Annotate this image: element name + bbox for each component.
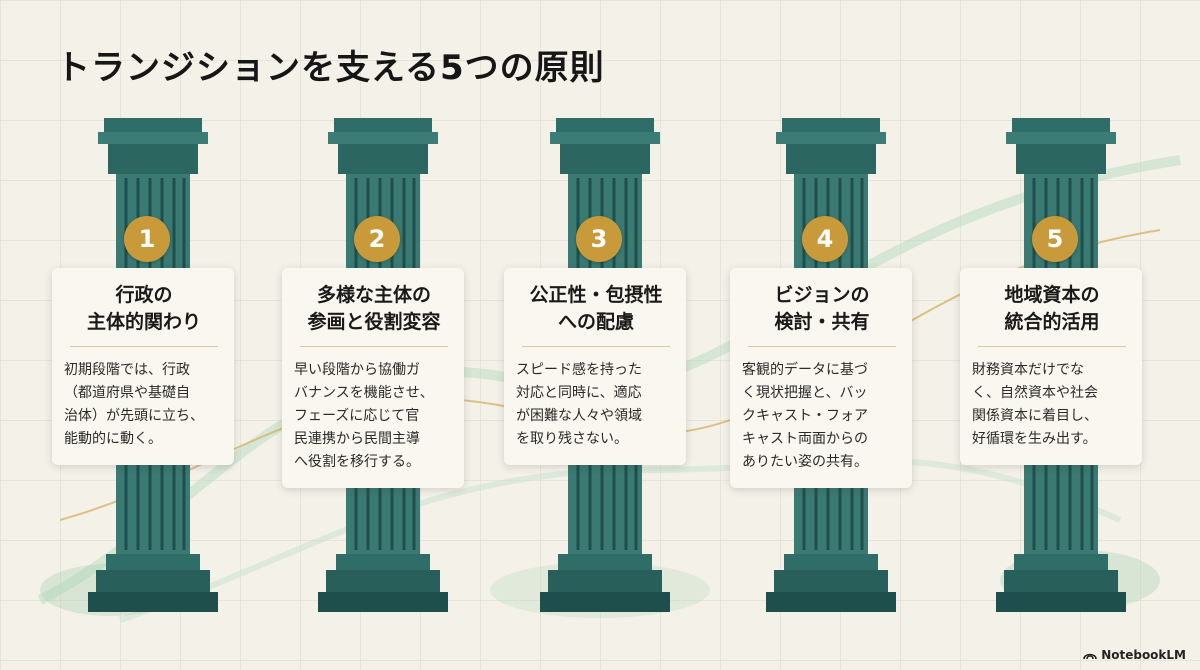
principle-number-badge: 2 [354,216,400,262]
card-divider [522,346,670,347]
card-divider [70,346,218,347]
principle-heading: ビジョンの 検討・共有 [774,284,870,333]
card-divider [978,346,1126,347]
principle-card: ビジョンの 検討・共有 客観的データに基づ く現状把握と、バッ クキャスト・フォ… [730,268,912,488]
principle-card: 地域資本の 統合的活用 財務資本だけでな く、自然資本や社会 関係資本に着目し、… [960,268,1142,465]
principle-4: 4 ビジョンの 検討・共有 客観的データに基づ く現状把握と、バッ クキャスト・… [730,118,920,622]
principle-card: 行政の 主体的関わり 初期段階では、行政 （都道府県や基礎自 治体）が先頭に立ち… [52,268,234,465]
principle-description: 初期段階では、行政 （都道府県や基礎自 治体）が先頭に立ち、 能動的に動く。 [64,362,204,447]
principle-number-badge: 1 [124,216,170,262]
principle-2: 2 多様な主体の 参画と役割変容 早い段階から協働ガ バナンスを機能させ、 フェ… [282,118,472,622]
principle-description: 財務資本だけでな く、自然資本や社会 関係資本に着目し、 好循環を生み出す。 [972,362,1098,447]
principle-heading: 多様な主体の 参画と役割変容 [307,284,441,333]
principle-card: 多様な主体の 参画と役割変容 早い段階から協働ガ バナンスを機能させ、 フェーズ… [282,268,464,488]
brand-watermark: NotebookLM [1083,648,1186,662]
principle-heading: 公正性・包摂性 への配慮 [529,284,663,333]
principle-card: 公正性・包摂性 への配慮 スピード感を持った 対応と同時に、適応 が困難な人々や… [504,268,686,465]
brand-label: NotebookLM [1101,648,1186,662]
card-divider [300,346,448,347]
principle-number-badge: 3 [576,216,622,262]
principle-description: 早い段階から協働ガ バナンスを機能させ、 フェーズに応じて官 民連携から民間主導… [294,362,434,470]
principle-number-badge: 5 [1032,216,1078,262]
principle-1: 1 行政の 主体的関わり 初期段階では、行政 （都道府県や基礎自 治体）が先頭に… [52,118,242,622]
principle-number-badge: 4 [802,216,848,262]
notebooklm-logo-icon [1083,653,1097,660]
principle-3: 3 公正性・包摂性 への配慮 スピード感を持った 対応と同時に、適応 が困難な人… [504,118,694,622]
card-divider [748,346,896,347]
principle-description: 客観的データに基づ く現状把握と、バッ クキャスト・フォア キャスト両面からの … [742,362,868,470]
principle-description: スピード感を持った 対応と同時に、適応 が困難な人々や領域 を取り残さない。 [516,362,642,447]
page-title: トランジションを支える5つの原則 [56,48,605,88]
principle-5: 5 地域資本の 統合的活用 財務資本だけでな く、自然資本や社会 関係資本に着目… [960,118,1150,622]
principle-heading: 地域資本の 統合的活用 [1004,284,1100,333]
principle-heading: 行政の 主体的関わり [86,284,201,333]
